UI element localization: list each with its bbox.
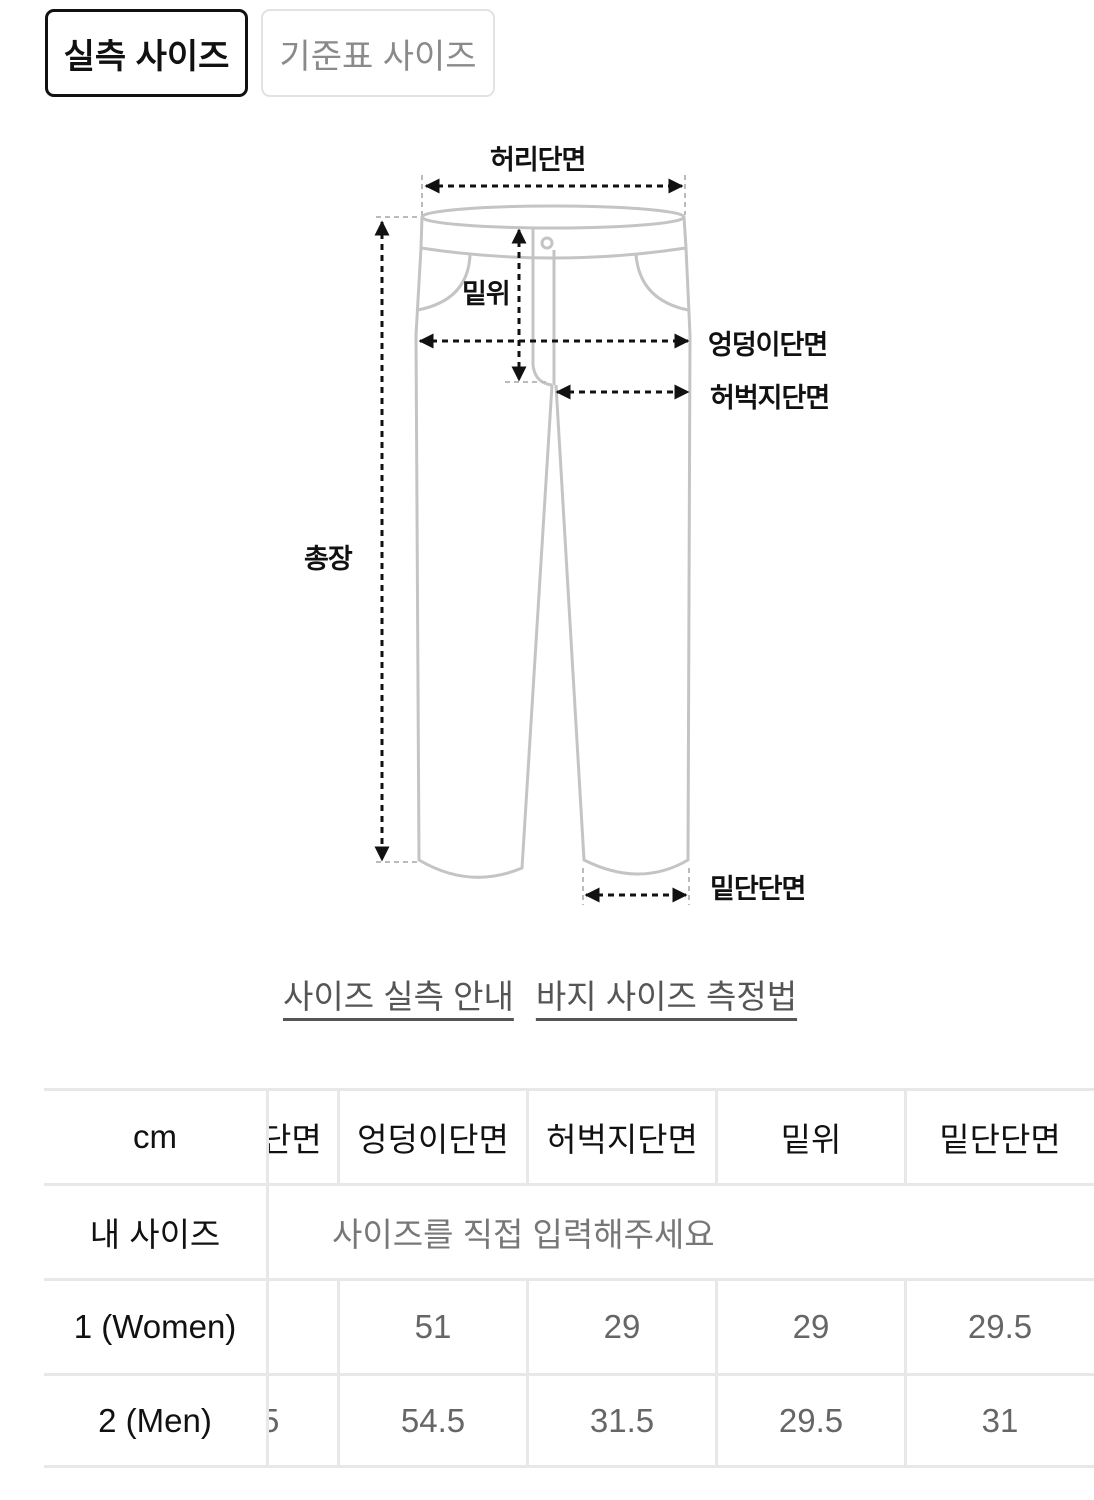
tab-measured-size[interactable]: 실측 사이즈 [45, 9, 248, 97]
my-size-label: 내 사이즈 [89, 1216, 221, 1253]
table-row: 2 (Men) 5 54.5 31.5 29.5 31 [44, 1373, 1094, 1468]
unit-header: cm [133, 1118, 177, 1155]
table-row: 1 (Women) 51 29 29 29.5 [44, 1278, 1094, 1373]
column-header: 허벅지단면 [526, 1091, 715, 1183]
tab-standard-size[interactable]: 기준표 사이즈 [261, 9, 495, 97]
table-cell: 29 [715, 1281, 904, 1373]
column-header: 엉덩이단면 [337, 1091, 526, 1183]
partial-column-header: 단면 [266, 1091, 337, 1183]
partial-cell [266, 1281, 337, 1373]
table-header-row: cm 단면 엉덩이단면 허벅지단면 밑위 밑단단면 [44, 1088, 1094, 1183]
pants-measurement-diagram: 허리단면 밑위 엉덩이단면 허벅지단면 총장 밑단단면 [0, 110, 1094, 940]
label-waist: 허리단면 [490, 145, 586, 175]
label-rise: 밑위 [462, 279, 511, 309]
help-links: 사이즈 실측 안내 바지 사이즈 측정법 [283, 970, 797, 1018]
row-label: 1 (Women) [73, 1308, 237, 1345]
table-cell: 51 [337, 1281, 526, 1373]
table-cell: 29.5 [904, 1281, 1093, 1373]
label-hip: 엉덩이단면 [708, 330, 828, 360]
size-guide-link[interactable]: 사이즈 실측 안내 [283, 978, 514, 1015]
size-table: cm 단면 엉덩이단면 허벅지단면 밑위 밑단단면 내 사이즈 사이즈를 직접 … [44, 1088, 1094, 1468]
label-thigh: 허벅지단면 [710, 383, 830, 413]
pants-outline-icon [374, 175, 692, 905]
table-cell: 54.5 [337, 1376, 526, 1465]
table-cell: 31.5 [526, 1376, 715, 1465]
column-header: 밑위 [715, 1091, 904, 1183]
row-label: 2 (Men) [98, 1401, 212, 1439]
partial-header-text: 단면 [266, 1121, 322, 1158]
table-cell: 29.5 [715, 1376, 904, 1465]
table-cell: 31 [904, 1376, 1093, 1465]
measure-method-link[interactable]: 바지 사이즈 측정법 [535, 978, 798, 1015]
table-cell: 29 [526, 1281, 715, 1373]
label-hem: 밑단단면 [710, 874, 806, 904]
my-size-input[interactable]: 사이즈를 직접 입력해주세요 [266, 1186, 1094, 1278]
partial-cell: 5 [266, 1376, 337, 1465]
label-total-length: 총장 [304, 544, 353, 574]
column-header: 밑단단면 [904, 1091, 1093, 1183]
partial-cell-text: 5 [269, 1402, 279, 1440]
my-size-row: 내 사이즈 사이즈를 직접 입력해주세요 [44, 1183, 1094, 1278]
size-tabs: 실측 사이즈 기준표 사이즈 [45, 9, 495, 97]
